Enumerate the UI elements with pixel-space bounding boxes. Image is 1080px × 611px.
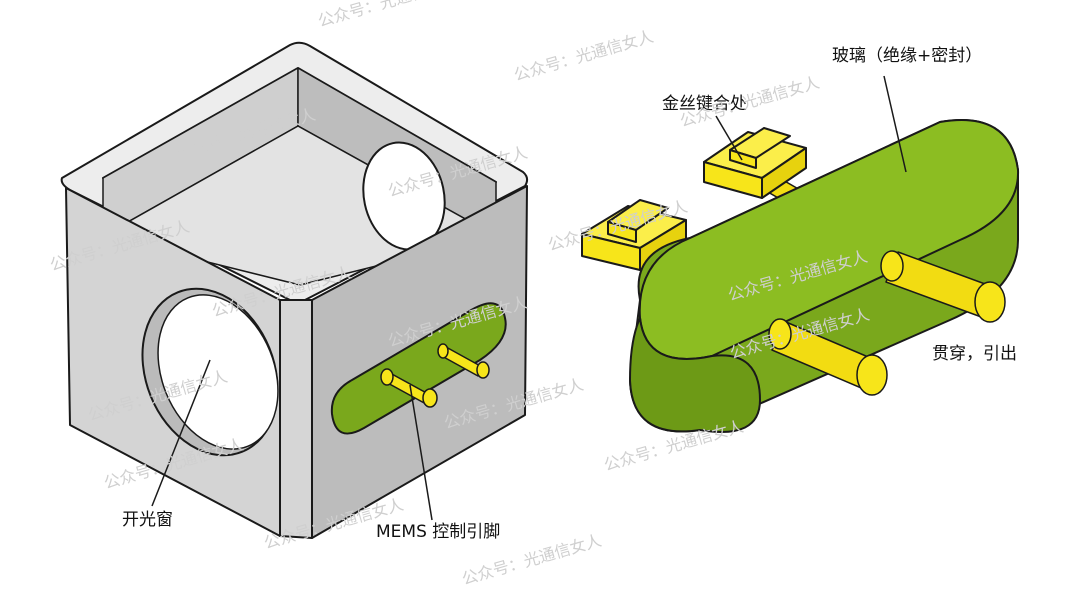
glass-front-face: [629, 317, 761, 433]
leader-lines: [151, 75, 907, 521]
leader-window: [151, 359, 211, 507]
metal-housing: [60, 41, 529, 539]
label-glass: 玻璃（绝缘+密封）: [832, 46, 983, 66]
feed-pin-front-lower: [768, 318, 888, 396]
feed-pin-front-upper: [880, 250, 1006, 323]
label-mems-pins: MEMS 控制引脚: [376, 522, 501, 542]
glass-body-top: [638, 119, 1020, 360]
bond-head-upper: [703, 127, 807, 199]
label-feedthrough: 贯穿，引出: [932, 344, 1017, 364]
glass-seal-small: [330, 302, 507, 435]
leader-mems: [409, 384, 433, 521]
label-window: 开光窗: [122, 510, 173, 530]
feedthrough-assembly: [581, 119, 1020, 433]
mems-pin-lower: [380, 368, 438, 408]
label-gold-bond: 金丝键合处: [662, 94, 747, 114]
mems-pin-upper: [437, 343, 490, 379]
optical-window-opening: [157, 294, 279, 450]
leader-glass: [883, 75, 907, 173]
housing-corner-edge: [279, 299, 313, 539]
leader-bond: [715, 115, 743, 161]
